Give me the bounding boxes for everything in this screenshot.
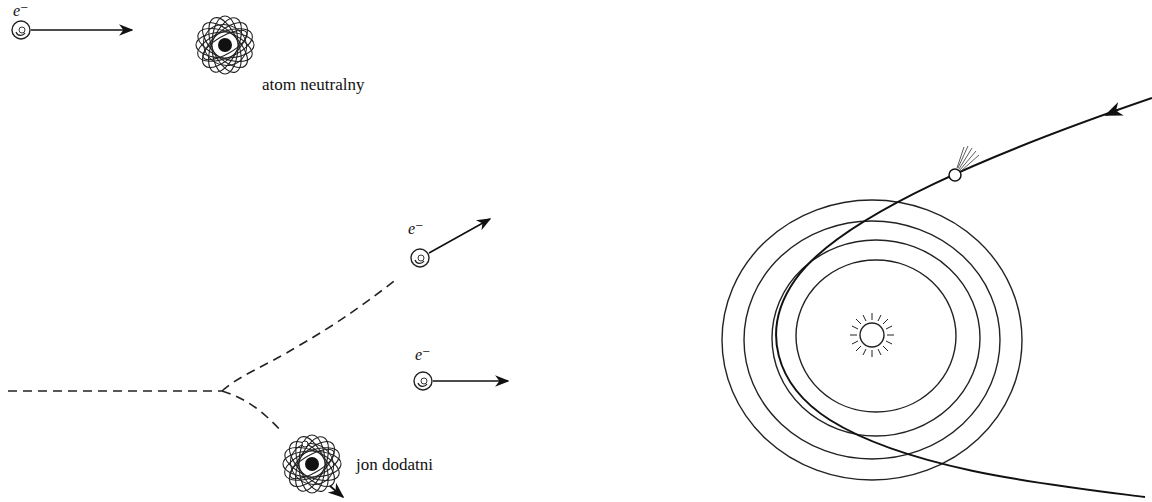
- electron-symbol: e⁻: [13, 2, 29, 20]
- comet-orbit: [776, 98, 1152, 497]
- neutral-atom: [193, 13, 257, 77]
- atom-label: atom neutralny: [262, 76, 364, 95]
- electron-symbol: e⁻: [408, 220, 424, 238]
- positive-ion: [280, 432, 344, 497]
- trajectory: [8, 278, 398, 432]
- ion-label: jon dodatni: [356, 456, 433, 475]
- sun: [850, 313, 894, 357]
- orbit: [722, 200, 1022, 480]
- electron: [414, 372, 508, 390]
- electron-symbol: e⁻: [415, 346, 431, 364]
- comet: [949, 146, 979, 181]
- electron: [12, 21, 132, 39]
